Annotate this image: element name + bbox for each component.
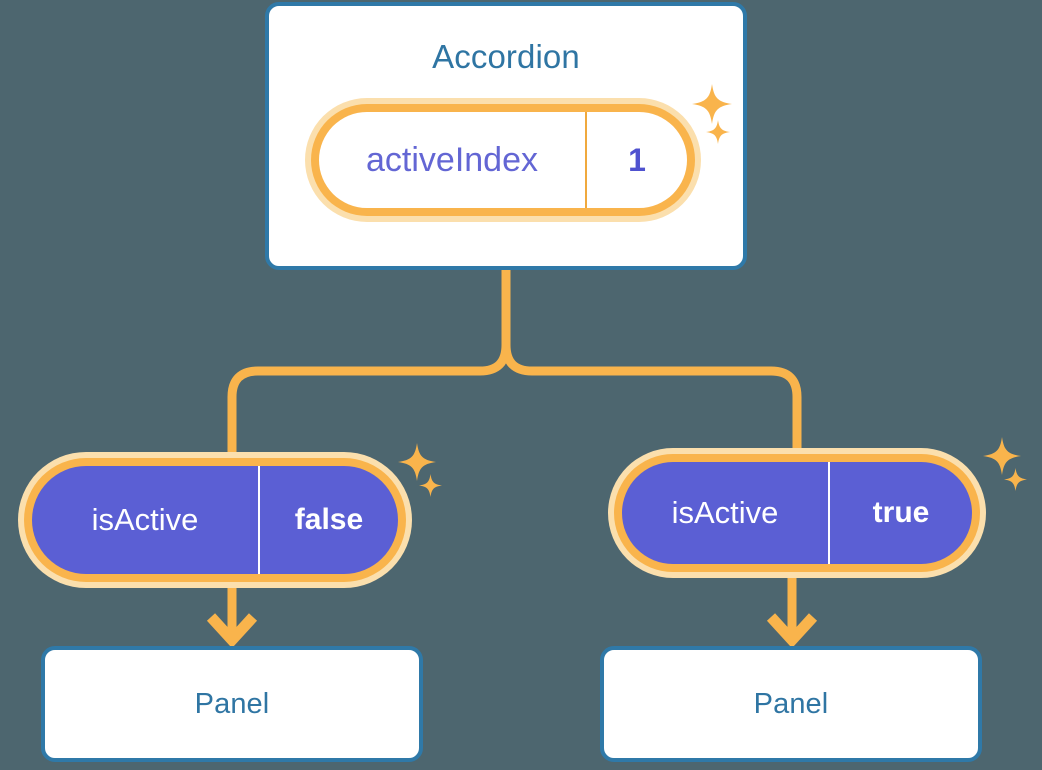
arrow-down-icon-left xyxy=(206,588,258,649)
accordion-title: Accordion xyxy=(432,38,580,75)
sparkle-icon xyxy=(419,474,442,497)
state-pill-active-index[interactable]: activeIndex 1 xyxy=(305,98,701,222)
pill-body: isActive true xyxy=(622,462,972,564)
state-key-label: isActive xyxy=(622,462,830,564)
panel-card-right: Panel xyxy=(600,646,982,762)
arrow-down-icon-right xyxy=(766,578,818,649)
sparkle-icon xyxy=(983,437,1021,475)
pill-body: activeIndex 1 xyxy=(319,112,687,208)
state-pill-is-active-false[interactable]: isActive false xyxy=(18,452,412,588)
pill-body: isActive false xyxy=(32,466,398,574)
panel-title: Panel xyxy=(194,687,270,720)
state-key-label: isActive xyxy=(32,466,260,574)
state-key-label: activeIndex xyxy=(319,112,587,208)
state-value-label: true xyxy=(872,496,930,529)
state-pill-is-active-true[interactable]: isActive true xyxy=(608,448,986,578)
state-value-label: 1 xyxy=(628,141,646,178)
panel-title: Panel xyxy=(753,687,829,720)
sparkle-icon xyxy=(1004,468,1027,491)
sparkle-icon xyxy=(398,443,436,481)
panel-card-left: Panel xyxy=(41,646,423,762)
state-value-label: false xyxy=(294,503,364,536)
